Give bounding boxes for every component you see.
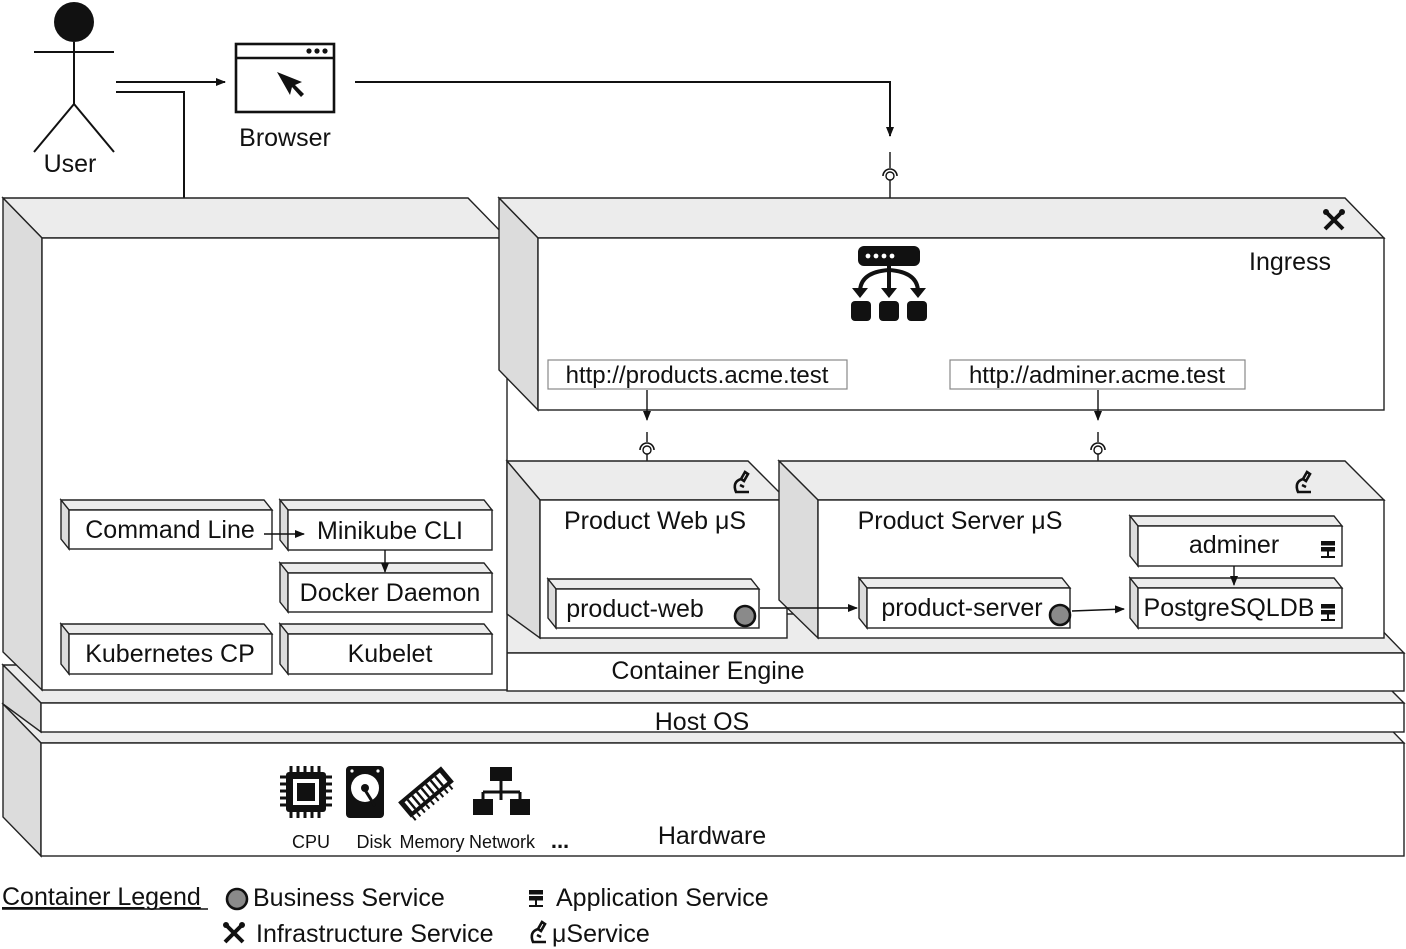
- docker-daemon-box[interactable]: Docker Daemon: [278, 561, 494, 614]
- minikube-node: [1, 196, 509, 692]
- business-service-icon: [733, 604, 757, 628]
- container-engine-label: Container Engine: [611, 657, 804, 685]
- legend-microservice: μService: [552, 920, 650, 948]
- legend-application: Application Service: [556, 884, 769, 912]
- browser-to-ingress-arrow: [355, 81, 894, 137]
- load-balancer-icon: [851, 246, 927, 321]
- hardware-item-more: ...: [551, 828, 569, 853]
- user-actor: User: [33, 2, 115, 178]
- legend-title: Container Legend: [2, 883, 201, 911]
- command-line-label: Command Line: [85, 516, 255, 544]
- product-server-label: product-server: [881, 594, 1042, 622]
- adminer-url-label: http://adminer.acme.test: [969, 362, 1225, 389]
- product-server-box[interactable]: product-server: [857, 576, 1072, 630]
- docker-daemon-label: Docker Daemon: [300, 579, 481, 607]
- minikube-cli-label: Minikube CLI: [317, 517, 463, 545]
- legend: Container Legend Business Service Applic…: [2, 883, 769, 948]
- postgres-label: PostgreSQLDB: [1144, 594, 1315, 622]
- kubernetes-cp-label: Kubernetes CP: [85, 640, 255, 668]
- disk-icon: [346, 766, 384, 818]
- browser-label: Browser: [239, 124, 331, 152]
- hardware-item-memory: Memory: [399, 832, 464, 852]
- product-web-box[interactable]: product-web: [546, 577, 761, 630]
- hardware-item-disk: Disk: [357, 832, 393, 852]
- products-url-label: http://products.acme.test: [566, 362, 829, 389]
- hardware-item-cpu: CPU: [292, 832, 330, 852]
- adminer-url[interactable]: http://adminer.acme.test: [949, 359, 1246, 390]
- hardware-label: Hardware: [658, 822, 766, 850]
- adminer-label: adminer: [1189, 531, 1279, 559]
- command-line-box[interactable]: Command Line: [59, 498, 274, 551]
- network-icon: [473, 767, 530, 815]
- product-web-label: product-web: [566, 595, 704, 623]
- memory-icon: [398, 766, 454, 821]
- user-label: User: [44, 150, 97, 178]
- product-web-port-icon: [639, 390, 655, 472]
- postgres-box[interactable]: PostgreSQLDB: [1128, 576, 1344, 630]
- hardware-item-network: Network: [469, 832, 536, 852]
- ingress-label: Ingress: [1249, 248, 1331, 276]
- legend-business: Business Service: [253, 884, 445, 912]
- server-to-db-arrow: [1071, 605, 1125, 614]
- cursor-icon: [277, 72, 304, 97]
- products-url[interactable]: http://products.acme.test: [547, 359, 848, 390]
- browser: Browser: [234, 42, 336, 152]
- microservice-icon: [530, 920, 548, 944]
- container-engine-layer: Container Engine: [506, 613, 1406, 692]
- adminer-box[interactable]: adminer: [1128, 514, 1344, 568]
- application-service-icon: [528, 889, 544, 907]
- product-web-title: Product Web μS: [564, 507, 746, 535]
- business-service-icon: [225, 887, 249, 911]
- kubernetes-cp-box[interactable]: Kubernetes CP: [59, 622, 274, 676]
- host-os-label: Host OS: [655, 708, 749, 736]
- infrastructure-service-icon: [221, 920, 247, 944]
- cpu-icon: [280, 766, 332, 818]
- business-service-icon: [1048, 603, 1072, 627]
- legend-infrastructure: Infrastructure Service: [256, 920, 494, 948]
- product-server-title: Product Server μS: [858, 507, 1063, 535]
- kubelet-label: Kubelet: [348, 640, 433, 668]
- kubelet-box[interactable]: Kubelet: [278, 622, 494, 676]
- minikube-cli-box[interactable]: Minikube CLI: [278, 498, 494, 552]
- user-head-icon: [54, 2, 94, 42]
